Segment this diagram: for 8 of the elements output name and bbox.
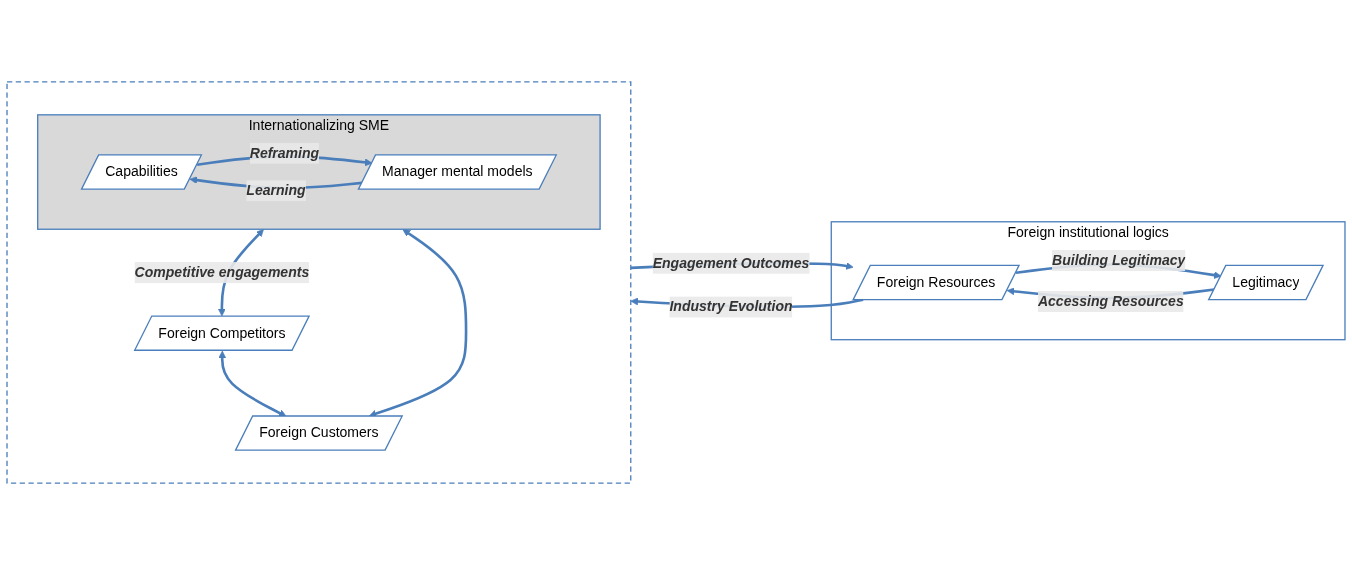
- cluster: [6, 81, 632, 484]
- edge-label: Engagement Outcomes: [652, 255, 810, 271]
- edge-label: Building Legitimacy: [1052, 252, 1186, 268]
- edge-label: Learning: [246, 182, 306, 198]
- edge-label: Competitive engagements: [134, 264, 310, 280]
- edge-label: Industry Evolution: [669, 299, 793, 315]
- edge-label: Reframing: [249, 145, 320, 161]
- edge-label: Accessing Resources: [1037, 293, 1184, 309]
